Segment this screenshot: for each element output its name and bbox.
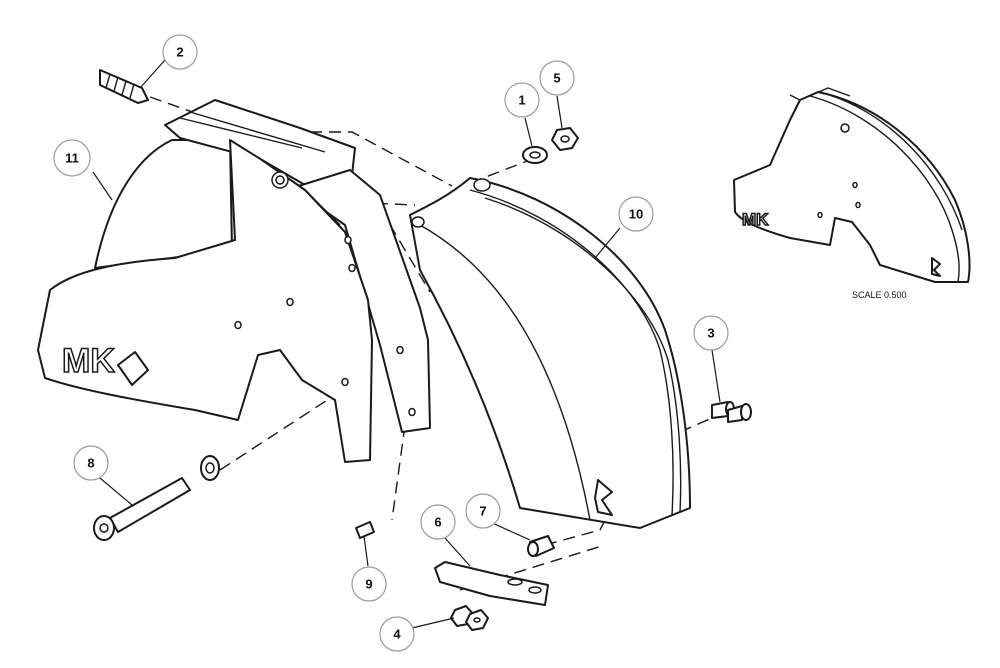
leader-lines (92, 59, 721, 629)
callout-3: 3 (693, 315, 729, 351)
svg-text:1: 1 (518, 93, 525, 108)
assembled-arrow-icon (931, 257, 941, 277)
svg-text:4: 4 (393, 627, 401, 642)
part-9-set-screw (355, 521, 375, 539)
svg-text:3: 3 (707, 326, 714, 341)
part-5-nut (551, 127, 579, 151)
assembled-view: MK (733, 87, 971, 283)
callout-5: 5 (539, 60, 575, 96)
svg-text:6: 6 (434, 515, 441, 530)
callout-4: 4 (379, 616, 415, 652)
svg-text:11: 11 (65, 151, 79, 166)
callout-1: 1 (504, 82, 540, 118)
callout-7: 7 (465, 493, 501, 529)
callout-10: 10 (618, 196, 654, 232)
mk-logo: MK (62, 342, 115, 380)
bolt-washer (200, 455, 220, 481)
part-3-screws (711, 401, 752, 423)
part-10-curved-cover (409, 177, 691, 529)
callout-2: 2 (162, 34, 198, 70)
svg-text:8: 8 (87, 456, 94, 471)
callout-6: 6 (420, 504, 456, 540)
part-11-main-guard: MK (37, 99, 431, 463)
assembled-mk-logo: MK (742, 210, 769, 229)
part-8-bolt (93, 477, 191, 541)
callout-8: 8 (73, 445, 109, 481)
svg-text:9: 9 (365, 577, 372, 592)
part-6-bracket-plate (434, 561, 549, 606)
rotation-arrow-icon (594, 479, 613, 516)
part-1-washer (522, 146, 548, 164)
svg-text:5: 5 (553, 71, 560, 86)
scale-label: SCALE 0.500 (852, 290, 907, 300)
callout-9: 9 (351, 566, 387, 602)
part-2-fitting (99, 69, 149, 104)
logo-arrow-icon (117, 351, 149, 386)
svg-text:7: 7 (479, 504, 486, 519)
part-4-nuts (450, 605, 489, 631)
callout-11: 11 (53, 139, 91, 177)
svg-text:2: 2 (176, 45, 183, 60)
part-7-pin (527, 535, 555, 557)
svg-text:10: 10 (629, 207, 643, 222)
